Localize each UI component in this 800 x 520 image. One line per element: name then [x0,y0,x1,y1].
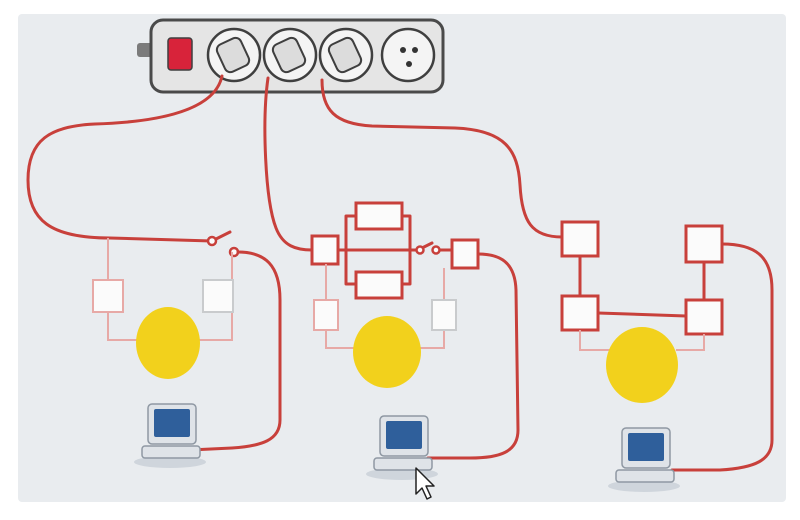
power-switch-icon[interactable] [167,37,193,71]
lamp-icon [353,316,421,388]
computer-shadow [134,456,206,468]
computer-screen [628,433,664,461]
lamp-icon [606,327,678,403]
wire [263,76,314,252]
computer-shadow [608,480,680,492]
socket-pin [400,47,406,53]
resistor-box[interactable] [684,298,724,336]
computer-base [615,469,675,483]
wire [188,250,282,452]
wire [596,311,688,318]
resistor-box[interactable] [560,294,600,332]
wire [426,252,520,460]
computer-screen [386,421,422,449]
plug-icon [271,36,307,74]
switch-contact [431,245,441,255]
parallel-resistor[interactable] [354,270,404,300]
wire [320,78,564,239]
wire-faint [107,238,233,341]
wire-faint [325,264,445,349]
resistor-box [431,299,457,331]
resistor-box[interactable] [560,220,600,258]
circuit-left [26,74,282,452]
circuit-right [320,78,774,472]
socket-pin [412,47,418,53]
resistor-box[interactable] [684,224,724,264]
computer-icon [608,427,680,492]
resistor-box[interactable] [310,234,340,266]
computer-base [141,445,201,459]
lamp-icon [136,307,200,379]
parallel-resistor[interactable] [354,201,404,231]
computer-base [373,457,433,471]
power-strip-icon [137,18,445,94]
computer-screen [154,409,190,437]
wire [26,74,224,243]
computer-icon [134,403,206,468]
mouse-cursor-icon [415,467,435,500]
plug-icon [327,36,363,74]
resistor-box [92,279,124,313]
socket-ground [406,61,412,67]
switch-contact [206,235,218,247]
resistor-box [202,279,234,313]
board-background [18,14,786,502]
circuit-middle [263,76,520,460]
plug-icon [215,36,251,74]
resistor-box [313,299,339,331]
switch-contact [415,245,425,255]
socket-icon [380,27,436,83]
resistor-box[interactable] [450,238,480,270]
wire-faint [579,330,705,351]
wire [670,242,774,472]
